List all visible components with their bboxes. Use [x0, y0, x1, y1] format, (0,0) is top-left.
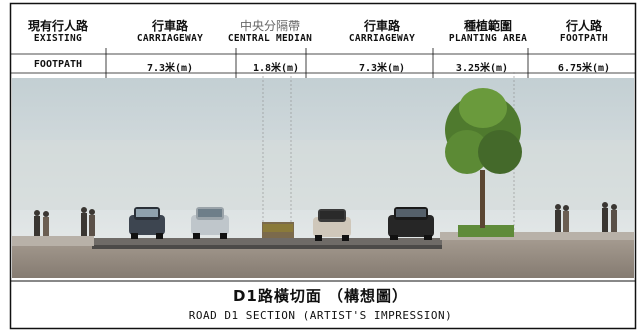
road-edge — [92, 245, 442, 249]
label-carriageway-right-zh: 行車路 — [363, 19, 400, 33]
label-carriageway-left-en: CARRIAGEWAY — [136, 33, 204, 44]
label-carriageway-right-en: CARRIAGEWAY — [348, 33, 416, 44]
label-carriageway-left: 行車路 CARRIAGEWAY — [136, 19, 204, 45]
label-central-median: 中央分隔帶 CENTRAL MEDIAN — [227, 19, 313, 45]
label-planting-area-en: PLANTING AREA — [448, 33, 528, 44]
road-surface — [92, 238, 442, 245]
car-4 — [388, 207, 434, 240]
label-existing-footpath: 現有行人路 EXISTING — [27, 19, 89, 45]
label-central-median-zh: 中央分隔帶 — [239, 19, 300, 33]
caption-chinese: D1路橫切面 （構想圖） — [232, 287, 409, 305]
label-carriageway-right: 行車路 CARRIAGEWAY — [348, 19, 416, 45]
label-footpath-en: FOOTPATH — [559, 33, 609, 44]
median-shrubs — [263, 224, 293, 232]
label-existing-footpath-zh: 現有行人路 — [27, 19, 89, 33]
dim-footpath: 6.75米(m) — [557, 63, 611, 74]
car-3 — [313, 209, 351, 241]
label-carriageway-left-zh: 行車路 — [151, 19, 188, 33]
dim-planting-area: 3.25米(m) — [455, 63, 509, 74]
label-existing-footpath-en: EXISTING — [33, 33, 83, 44]
median-guide-lines — [262, 72, 292, 240]
caption-english: ROAD D1 SECTION (ARTIST'S IMPRESSION) — [188, 309, 453, 322]
dim-existing-footpath: FOOTPATH — [33, 59, 83, 70]
car-1 — [129, 207, 165, 239]
car-2 — [191, 207, 229, 239]
frame-border — [9, 2, 637, 330]
planting-grass — [458, 225, 514, 237]
pedestrians-left — [34, 207, 95, 236]
label-planting-area: 種植範圍 PLANTING AREA — [448, 19, 528, 45]
dim-carriageway-left: 7.3米(m) — [146, 63, 194, 74]
label-planting-area-zh: 種植範圍 — [463, 19, 513, 33]
dim-carriageway-right: 7.3米(m) — [358, 63, 406, 74]
left-pavement — [12, 236, 94, 246]
label-central-median-en: CENTRAL MEDIAN — [227, 33, 313, 44]
label-footpath-zh: 行人路 — [565, 19, 602, 33]
dimension-lines — [10, 48, 636, 78]
tree — [445, 88, 522, 228]
pedestrians-right — [555, 202, 617, 232]
dim-central-median: 1.8米(m) — [252, 63, 300, 74]
building-band — [12, 140, 634, 210]
label-footpath: 行人路 FOOTPATH — [559, 19, 609, 45]
right-pavement — [440, 232, 634, 240]
